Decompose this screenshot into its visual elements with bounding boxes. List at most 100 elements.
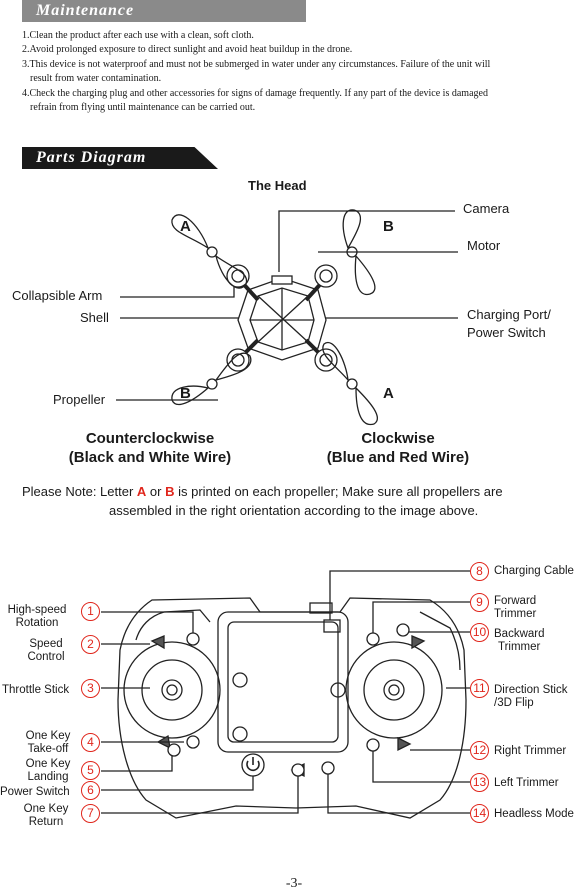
callout-number-10: 10 [470,623,489,642]
callout-number-2: 2 [81,635,100,654]
propeller-letter-bottom-left: B [180,385,191,402]
counterclockwise-title: Counterclockwise [85,430,215,447]
label-line: Trimmer [494,608,537,620]
callout-number-11: 11 [470,679,489,698]
motor [314,348,338,372]
take-off-button [186,735,200,749]
forward-trim-button [366,632,380,646]
maintenance-item: 4.Check the charging plug and other acce… [22,87,488,99]
label-line: One Key [25,758,71,770]
charging-port-label: Charging Port/ [467,307,551,322]
direction-stick-ring [345,641,443,739]
throttle-stick-ring [123,641,221,739]
speed-button [150,635,165,650]
shell-label: Shell [80,310,109,325]
callout-number-7: 7 [81,804,100,823]
charging-cable-label: Charging Cable [494,565,574,577]
camera-label: Camera [463,201,510,216]
motor [226,264,250,288]
label-line: Rotation [15,617,59,629]
maintenance-item: result from water contamination. [30,73,162,85]
callout-8 [329,570,470,620]
backward-trim-button [396,623,410,637]
callout-number-8: 8 [470,562,489,581]
propeller-note: Please Note: Letter A or B is printed on… [22,482,582,520]
callout-9 [372,601,470,633]
battery-compartment [217,611,349,753]
right-trimmer-label: Right Trimmer [494,745,567,757]
direction-stick-label: Direction Stick/3D Flip [494,684,568,710]
label-line: One Key [25,730,71,742]
label-line: Return [28,816,64,828]
callout-7 [101,776,299,814]
throttle-stick-label: Throttle Stick [2,684,70,696]
label-line: High-speed [7,604,67,616]
label-line: Take-off [27,743,69,755]
label-line: Backward [494,628,545,640]
propeller-bottom-left [171,352,252,405]
high-speed-button [186,632,200,646]
return-button [291,763,305,777]
label-line: Landing [27,771,69,783]
counterclockwise-heading: Counterclockwise (Black and White Wire) [45,429,255,467]
direction-stick [383,679,405,701]
left-trimmer-label: Left Trimmer [494,777,559,789]
label-line: Direction Stick [494,684,568,696]
power-switch-ctl-label: Power Switch [0,786,70,798]
camera-mount [271,275,293,285]
propeller-letter-bottom-right: A [383,385,394,402]
callout-13 [372,751,470,783]
note-prefix: Please Note: Letter [22,484,137,499]
headless-mode-label: Headless Mode [494,808,574,820]
maintenance-item: refrain from flying until maintenance ca… [30,102,256,114]
maintenance-banner: Maintenance [22,0,306,22]
maintenance-item: 3.This device is not waterproof and must… [22,58,491,70]
callout-number-1: 1 [81,602,100,621]
propeller-top-left [171,214,248,289]
charging-port [309,602,333,614]
callout-number-5: 5 [81,761,100,780]
motor [314,264,338,288]
callout-5 [101,756,173,772]
motor-label: Motor [467,238,501,253]
clockwise-title: Clockwise [361,430,435,447]
maintenance-item: 2.Avoid prolonged exposure to direct sun… [22,44,353,56]
head-label: The Head [248,178,307,193]
power-switch-label: Power Switch [467,325,546,340]
propeller-note-line2: assembled in the right orientation accor… [109,503,479,518]
label-line: One Key [23,803,69,815]
label-line: Trimmer [498,641,541,653]
motor [226,348,250,372]
maintenance-list: 1.Clean the product after each use with … [22,29,567,115]
note-or: or [146,484,166,499]
propeller-label: Propeller [53,392,106,407]
callout-number-4: 4 [81,733,100,752]
note-rest: is printed on each propeller; Make sure … [174,484,503,499]
label-line: Control [27,651,65,663]
callout-number-12: 12 [470,741,489,760]
controller-body [117,597,467,819]
maintenance-item: 1.Clean the product after each use with … [22,30,254,41]
propeller-bottom-right [322,341,379,426]
label-line: Speed [29,638,63,650]
camera-leader-line [278,210,455,272]
label-line: /3D Flip [494,697,534,709]
callout-14 [327,774,470,814]
headless-button [321,761,335,775]
note-letter-a: A [136,484,147,499]
charging-cable-plug [323,619,341,633]
callout-number-14: 14 [470,804,489,823]
parts-diagram-banner: Parts Diagram [22,147,218,169]
collapsible-arm-label: Collapsible Arm [12,288,103,303]
callout-number-3: 3 [81,679,100,698]
landing-button [167,743,181,757]
callout-6 [101,776,254,791]
throttle-stick [161,679,183,701]
